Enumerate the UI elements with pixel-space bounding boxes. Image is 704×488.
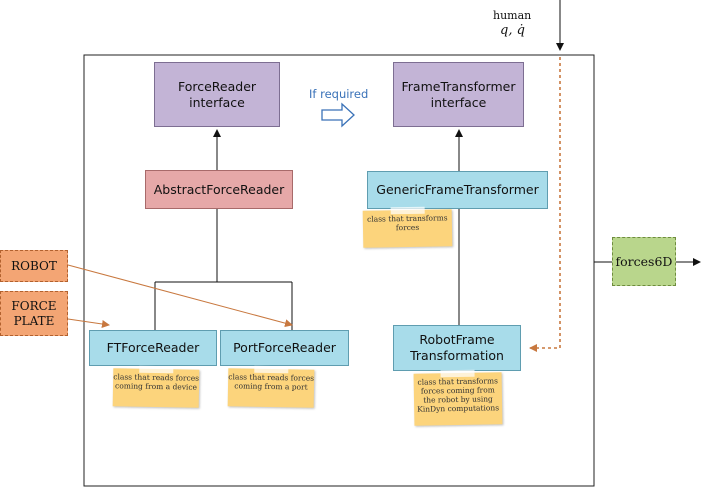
ft-force-reader-label: FTForceReader (106, 340, 200, 355)
edge-forceplate-to-ft (67, 318, 110, 328)
note-generic-text: class that transforms forces (367, 213, 448, 233)
abstract-force-reader-box: AbstractForceReader (145, 170, 293, 209)
port-force-reader-label: PortForceReader (233, 340, 336, 355)
human-label: human (493, 9, 532, 22)
note-generic-frame-transformer: class that transforms forces (362, 206, 453, 248)
note-robot-frame-transformation: class that transforms forces coming from… (413, 369, 503, 426)
system-boundary (83, 54, 595, 487)
human-to-robotframe-dashed (529, 57, 561, 352)
if-required-label: If required (309, 87, 369, 101)
if-required-arrow (321, 102, 355, 128)
note-port-text: class that reads forces coming from a po… (228, 372, 315, 392)
abstract-force-reader-label: AbstractForceReader (153, 181, 285, 197)
generic-frame-transformer-box: GenericFrameTransformer (367, 171, 548, 209)
frame-transformer-interface-label: FrameTransformer interface (401, 78, 516, 110)
note-ft-force-reader: class that reads forces coming from a de… (112, 365, 200, 408)
note-port-force-reader: class that reads forces coming from a po… (227, 365, 315, 408)
robot-frame-transformation-box: RobotFrame Transformation (393, 325, 521, 371)
force-reader-interface-label: ForceReader interface (177, 78, 257, 110)
generic-frame-transformer-label: GenericFrameTransformer (376, 182, 539, 197)
ft-force-reader-box: FTForceReader (89, 330, 217, 366)
human-q-label: q, q̇ (500, 23, 525, 38)
note-ft-text: class that reads forces coming from a de… (113, 372, 200, 392)
force-plate-box: FORCE PLATE (0, 291, 68, 336)
robot-label: ROBOT (11, 258, 57, 273)
force-reader-interface-box: ForceReader interface (154, 62, 280, 127)
frame-transformer-interface-box: FrameTransformer interface (393, 62, 524, 127)
robot-frame-transformation-label: RobotFrame Transformation (410, 332, 504, 363)
edge-robot-to-port (67, 264, 293, 328)
force-plate-label: FORCE PLATE (11, 298, 57, 328)
forces6d-label: forces6D (615, 253, 673, 269)
port-force-reader-box: PortForceReader (220, 330, 349, 366)
forces6d-box: forces6D (612, 237, 676, 286)
robot-box: ROBOT (0, 250, 68, 282)
note-robot-frame-text: class that transforms forces coming from… (417, 376, 500, 414)
